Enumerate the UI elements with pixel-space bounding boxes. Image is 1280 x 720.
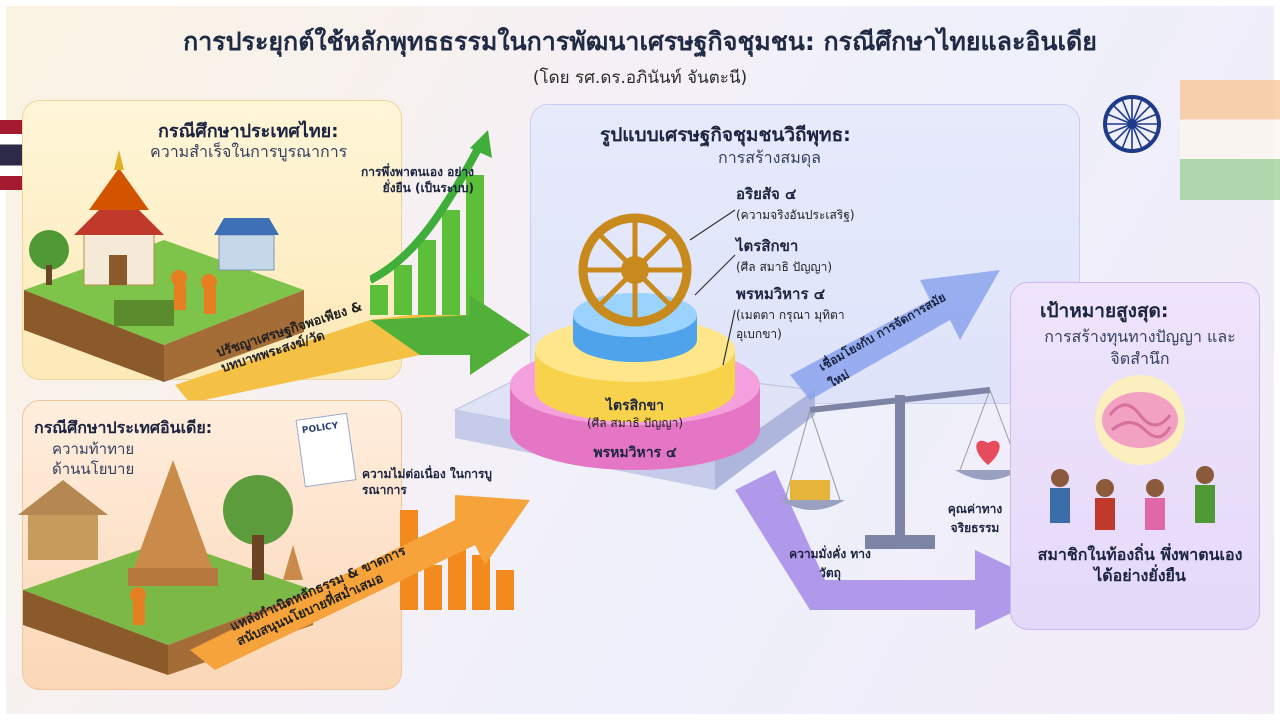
center-model-title: รูปแบบเศรษฐกิจชุมชนวิถีพุทธ: xyxy=(600,124,851,146)
goal-subtitle: การสร้างทุนทางปัญญา และจิตสำนึก xyxy=(1044,327,1236,368)
tier-top-label: ไตรสิกขา xyxy=(605,398,665,414)
growth-bar xyxy=(442,210,460,315)
decline-bar xyxy=(424,565,442,610)
thai-growth-label: การพึ่งพาตนเอง อย่างยั่งยืน (เป็นระบบ) xyxy=(360,165,474,195)
scale-right-label: คุณค่าทาง จริยธรรม xyxy=(947,502,1003,535)
principle-item-1: อริยสัจ ๔ (ความจริงอันประเสริฐ) xyxy=(736,182,855,225)
growth-bar xyxy=(418,240,436,315)
principle-item-2: ไตรสิกขา (ศีล สมาธิ ปัญญา) xyxy=(736,234,832,277)
balance-scale-icon xyxy=(780,387,1021,549)
thai-growth-chart xyxy=(370,130,492,315)
principle-desc: (เมตตา กรุณา มุทิตา อุเบกขา) xyxy=(736,308,845,341)
dharma-pyramid xyxy=(453,209,817,490)
principle-desc: (ความจริงอันประเสริฐ) xyxy=(736,208,855,222)
page-title: การประยุกต์ใช้หลักพุทธธรรมในการพัฒนาเศรษ… xyxy=(183,27,1097,56)
thai-case-title: กรณีศึกษาประเทศไทย: xyxy=(158,121,339,142)
goal-title: เป้าหมายสูงสุด: xyxy=(1040,300,1169,322)
growth-bar xyxy=(370,285,388,315)
india-ribbon-arrow xyxy=(190,495,530,670)
principle-desc: (ศีล สมาธิ ปัญญา) xyxy=(736,260,833,274)
principle-item-3: พรหมวิหาร ๔ (เมตตา กรุณา มุทิตา อุเบกขา) xyxy=(736,282,876,344)
decline-bar xyxy=(496,570,514,610)
scale-left-label: ความมั่งคั่ง ทางวัตถุ xyxy=(789,547,871,580)
growth-bar xyxy=(466,175,484,315)
decline-bar xyxy=(472,555,490,610)
thai-case-subtitle: ความสำเร็จในการบูรณาการ xyxy=(150,142,348,161)
ashoka-chakra-icon xyxy=(1103,95,1161,153)
policy-document-label: POLICY xyxy=(301,421,339,437)
india-gap-label: ความไม่ต่อเนื่อง ในการบูรณาการ xyxy=(362,467,493,497)
thai-flag-decoration xyxy=(0,120,22,190)
goal-bottom-label: สมาชิกในท้องถิ่น พึ่งพาตนเอง ได้อย่างยั่… xyxy=(1037,545,1243,585)
principle-name: พรหมวิหาร ๔ xyxy=(736,285,826,303)
page-subtitle: (โดย รศ.ดร.อภินันท์ จันตะนี) xyxy=(532,68,748,88)
india-decline-chart xyxy=(400,510,514,610)
tier-bottom-label: พรหมวิหาร ๔ xyxy=(593,445,677,461)
dharma-wheel-icon xyxy=(578,213,692,327)
india-case-subtitle: ความท้าทาย ด้านนโยบาย xyxy=(52,440,135,478)
india-flag-decoration xyxy=(1180,80,1280,200)
tier-top-sublabel: (ศีล สมาธิ ปัญญา) xyxy=(586,416,684,430)
principle-name: ไตรสิกขา xyxy=(736,237,799,255)
thai-ribbon-arrow xyxy=(175,295,530,403)
connect-arrow xyxy=(790,270,1000,400)
glowing-brain-icon xyxy=(1095,375,1185,465)
thai-temple-illustration xyxy=(24,150,304,382)
community-members-icon xyxy=(1050,466,1215,530)
india-case-title: กรณีศึกษาประเทศอินเดีย: xyxy=(34,418,213,437)
growth-bar xyxy=(394,265,412,315)
goal-arrow xyxy=(735,470,1060,630)
principle-name: อริยสัจ ๔ xyxy=(736,185,797,203)
center-model-subtitle: การสร้างสมดุล xyxy=(718,148,821,167)
